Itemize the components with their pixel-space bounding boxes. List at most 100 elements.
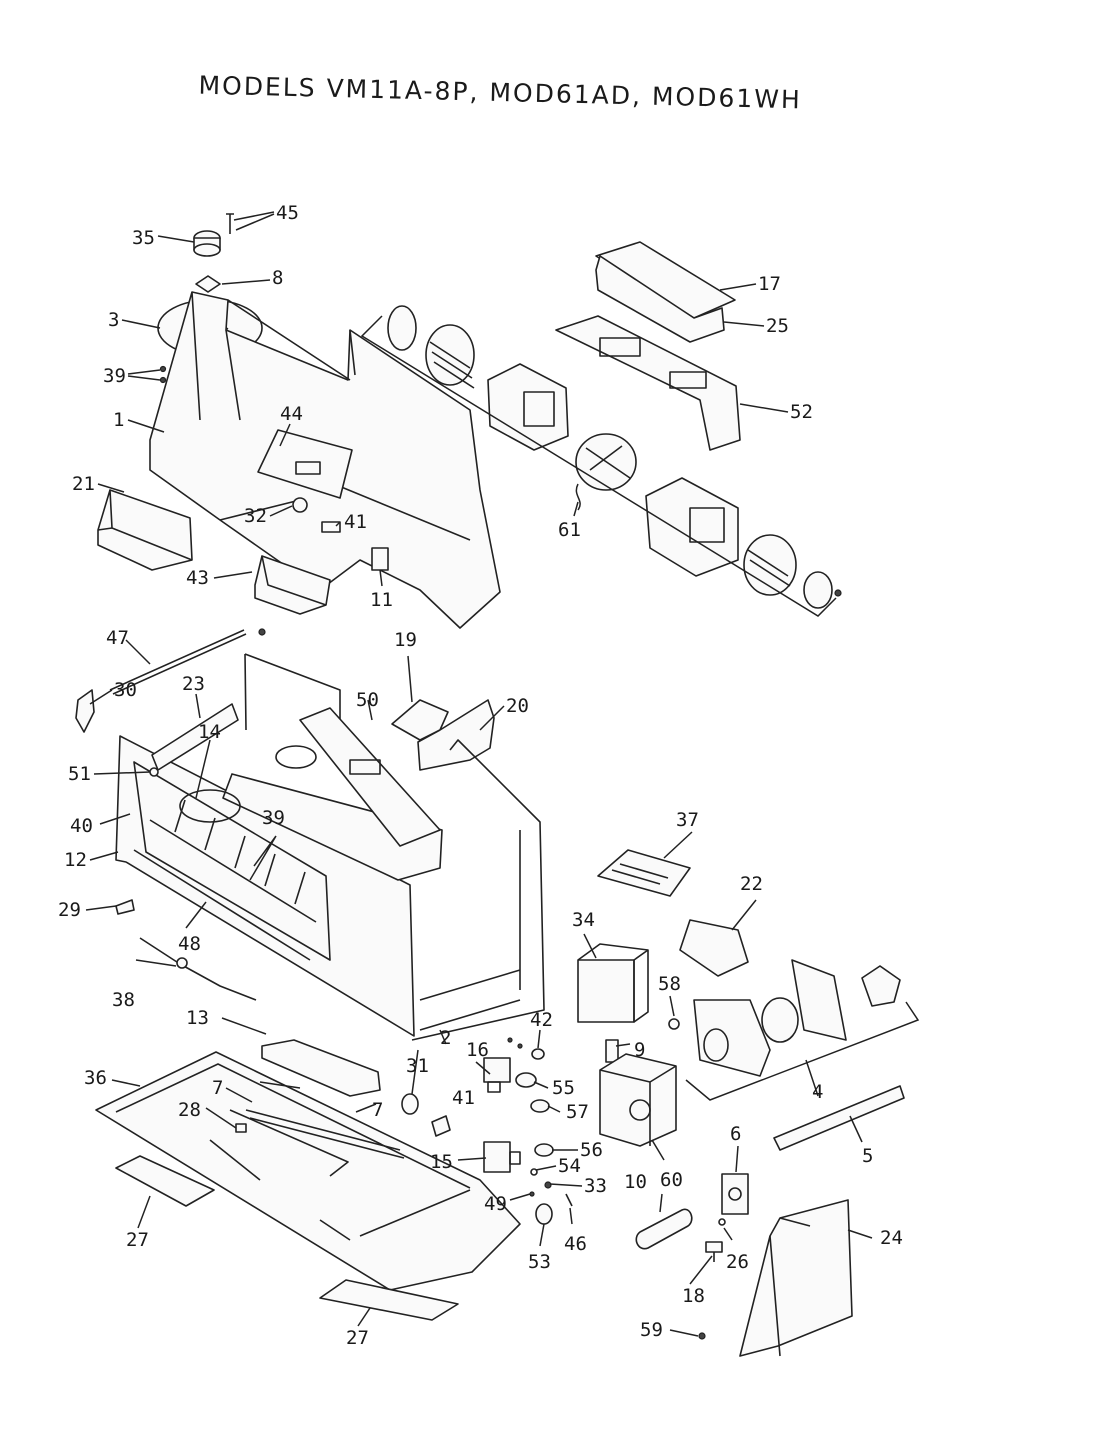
callout-56: 56 — [580, 1139, 603, 1161]
part-60-transformer — [599, 1053, 677, 1147]
part-53-cap — [535, 1203, 553, 1225]
part-22-duct — [679, 919, 749, 977]
callout-15: 15 — [430, 1151, 453, 1173]
part-58-thermal-switch — [668, 1018, 680, 1030]
callout-47: 47 — [106, 627, 129, 649]
leader-lines — [85, 211, 873, 1337]
part-41-fuse-holder-upper — [321, 521, 341, 533]
part-2-outer-cabinet — [222, 653, 545, 1041]
callout-41a: 41 — [344, 511, 367, 533]
part-41-fuse-holder-lower — [431, 1115, 451, 1137]
callout-59: 59 — [640, 1319, 663, 1341]
part-9-connector — [605, 1039, 619, 1063]
part-10-capacitor — [635, 1208, 693, 1250]
callout-49: 49 — [484, 1193, 507, 1215]
callout-22: 22 — [740, 873, 763, 895]
part-39-screws-top — [159, 365, 167, 384]
callout-19: 19 — [394, 629, 417, 651]
callout-2: 2 — [440, 1027, 451, 1049]
assembly-bracket-line — [360, 315, 837, 617]
callout-1: 1 — [113, 409, 124, 431]
part-42-switch-actuator — [507, 1037, 545, 1060]
callout-60: 60 — [660, 1169, 683, 1191]
part-14-stirrer-cover — [179, 745, 317, 823]
callout-28: 28 — [178, 1099, 201, 1121]
callout-labels: 35 45 8 3 39 1 44 21 32 41 43 11 17 25 5… — [58, 202, 903, 1349]
callout-6: 6 — [730, 1123, 741, 1145]
part-36-base-plate — [95, 1051, 521, 1291]
callout-16: 16 — [466, 1039, 489, 1061]
callout-57: 57 — [566, 1101, 589, 1123]
callout-31: 31 — [406, 1055, 429, 1077]
part-52-blower-plate — [555, 315, 741, 451]
callout-35: 35 — [132, 227, 155, 249]
part-50-waveguide — [299, 707, 441, 847]
part-37-vent-panel — [597, 849, 691, 897]
callout-44: 44 — [280, 403, 303, 425]
callout-45: 45 — [276, 202, 299, 224]
part-28-cover — [235, 1123, 247, 1133]
part-30-door-latch — [75, 689, 95, 733]
callout-38: 38 — [112, 989, 135, 1011]
callout-9: 9 — [634, 1039, 645, 1061]
part-56-cam — [534, 1143, 554, 1157]
part-34-magnetron — [577, 943, 649, 1023]
part-44-waveguide-cover — [257, 429, 353, 499]
callout-20: 20 — [506, 695, 529, 717]
callout-41b: 41 — [452, 1087, 475, 1109]
part-54-spring — [530, 1168, 538, 1176]
callout-30: 30 — [114, 679, 137, 701]
part-16-switch — [483, 1057, 511, 1093]
callout-21: 21 — [72, 473, 95, 495]
callout-10: 10 — [624, 1171, 647, 1193]
part-21-duct — [97, 489, 193, 571]
callout-51: 51 — [68, 763, 91, 785]
part-26-fuse — [718, 1218, 726, 1226]
callout-48: 48 — [178, 933, 201, 955]
part-blower-right-assembly — [645, 477, 842, 609]
part-24-back-panel — [739, 1199, 853, 1357]
callout-27a: 27 — [126, 1229, 149, 1251]
callout-39a: 39 — [103, 365, 126, 387]
part-38-door-switch-lever — [139, 937, 257, 1001]
callout-43: 43 — [186, 567, 209, 589]
part-43-air-duct — [254, 555, 331, 615]
part-5-support-bar — [773, 1085, 905, 1151]
callout-55: 55 — [552, 1077, 575, 1099]
callout-29: 29 — [58, 899, 81, 921]
part-19-upper-duct — [391, 699, 449, 741]
callout-34: 34 — [572, 909, 595, 931]
part-4-cooling-blower — [693, 959, 901, 1077]
callout-11: 11 — [370, 589, 393, 611]
part-49-pin — [529, 1191, 535, 1197]
callout-18: 18 — [682, 1285, 705, 1307]
part-47-rod — [109, 628, 266, 695]
part-6-bracket — [721, 1173, 749, 1215]
part-33-screw — [544, 1181, 552, 1189]
callout-24: 24 — [880, 1227, 903, 1249]
callout-27b: 27 — [346, 1327, 369, 1349]
part-15-switch — [483, 1141, 521, 1173]
part-27-filter-upper — [115, 1155, 215, 1207]
callout-46: 46 — [564, 1233, 587, 1255]
blower-assembly-bracket-line — [685, 1001, 920, 1101]
callout-17: 17 — [758, 273, 781, 295]
callout-8: 8 — [272, 267, 283, 289]
part-8-coupler — [195, 275, 221, 293]
part-31-lamp — [401, 1093, 419, 1115]
callout-61: 61 — [558, 519, 581, 541]
callout-7a: 7 — [212, 1077, 223, 1099]
callout-26: 26 — [726, 1251, 749, 1273]
part-7-door-seal-strip — [245, 1081, 405, 1159]
part-55-cam — [515, 1072, 537, 1088]
part-32-thermostat — [292, 497, 308, 513]
callout-7b: 7 — [372, 1099, 383, 1121]
callout-54: 54 — [558, 1155, 581, 1177]
callout-4: 4 — [812, 1081, 823, 1103]
callout-12: 12 — [64, 849, 87, 871]
part-18-diode — [705, 1241, 723, 1262]
callout-39b: 39 — [262, 807, 285, 829]
part-20-duct — [417, 699, 495, 771]
part-45-screws — [226, 213, 234, 234]
